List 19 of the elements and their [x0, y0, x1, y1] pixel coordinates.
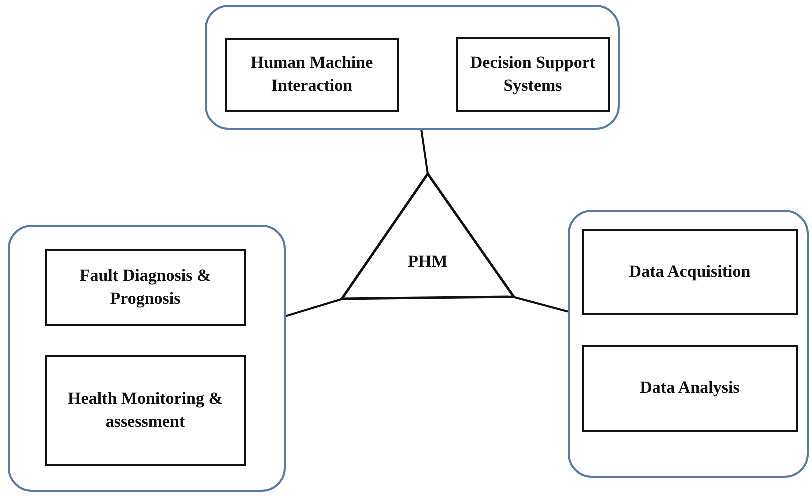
process-box	[225, 38, 399, 112]
process-box	[45, 355, 246, 466]
node-label: PHM	[407, 251, 449, 274]
node-label: Fault Diagnosis & Prognosis	[78, 264, 212, 310]
group-panel	[8, 225, 286, 492]
process-box	[582, 345, 798, 432]
connector-line	[286, 298, 344, 318]
node-label: Health Monitoring & assessment	[67, 388, 224, 432]
group-panel	[205, 5, 620, 130]
process-box	[582, 229, 798, 315]
connector-line	[512, 296, 568, 313]
group-panel	[568, 210, 809, 478]
process-box	[45, 249, 246, 326]
connector-line	[420, 130, 429, 174]
node-label: Data Acquisition	[628, 260, 752, 283]
node-label: Data Analysis	[639, 377, 741, 400]
node-label: Decision Support Systems	[469, 52, 597, 97]
process-box	[456, 37, 610, 112]
node-label: Human Machine Interaction	[250, 52, 374, 97]
